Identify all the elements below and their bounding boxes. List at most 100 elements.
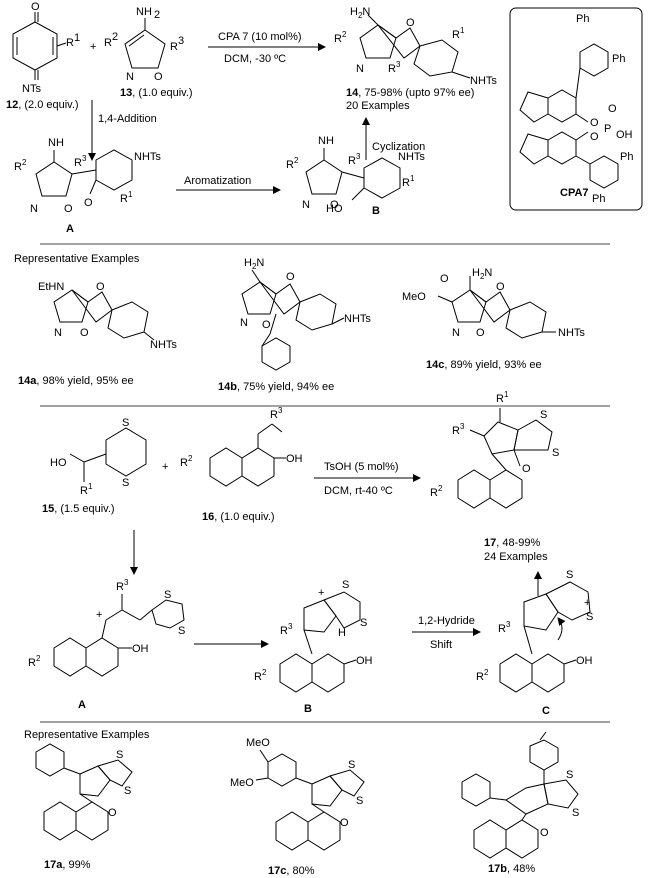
r13-r2-atom: R — [104, 37, 112, 49]
product-17-label: 17, 48-99% — [484, 537, 540, 549]
scheme1-conditions-bottom: DCM, -30 ºC — [224, 53, 286, 65]
ex14a-ethn: EtHN — [38, 281, 64, 293]
ex14c-nhts: NHTs — [558, 327, 585, 339]
example-17b-structure: S S O — [461, 731, 579, 859]
reactant-12-structure: O R 1 NTs — [12, 1, 80, 95]
reactant-13-structure: NH 2 R 2 R 3 N O — [104, 6, 184, 83]
s1b-r2: R2 — [286, 156, 299, 171]
s1a-r1: R1 — [120, 190, 133, 205]
s1b-imine: NH — [318, 135, 334, 147]
cpa7-ph-3: Ph — [620, 151, 633, 163]
s2b-s2: S — [360, 617, 367, 629]
ex17c-o: O — [340, 817, 349, 829]
r12-o-atom: O — [31, 1, 40, 13]
r13-nh-atom: NH — [136, 6, 152, 18]
s2b-s1: S — [342, 579, 349, 591]
ex14a-nhts: NHTs — [150, 339, 177, 351]
scheme1-intermediate-a-structure: NH R2 R3 N O O R1 NHTs — [14, 137, 161, 215]
ex14a-o: O — [96, 281, 105, 293]
example-14a-structure: EtHN NHTs O N O — [38, 281, 177, 351]
p17-r1: R1 — [496, 390, 509, 405]
r13-r3-superscript: 3 — [178, 35, 184, 47]
ex14b-o2: O — [262, 319, 271, 331]
ex14b-o: O — [286, 271, 295, 283]
product-14-examples: 20 Examples — [346, 100, 410, 112]
s2c-s1: S — [566, 569, 573, 581]
r12-r-superscript: 1 — [74, 32, 80, 44]
s2a-s2: S — [178, 625, 185, 637]
example-17a-label: 17a, 99% — [44, 859, 91, 871]
scheme2-intermediate-a-structure: + R3 S S OH R2 — [28, 578, 185, 677]
cpa7-structure: Ph Ph O O O P OH Ph Ph — [519, 13, 633, 205]
scheme1-step-cyclization: Cyclization — [372, 141, 425, 153]
scheme2-plus: + — [162, 461, 168, 473]
example-17c-label: 17c, 80% — [268, 865, 315, 877]
ex17c-s1: S — [348, 759, 355, 771]
s1a-o: O — [64, 203, 73, 215]
scheme2-intermediate-c-label: C — [542, 705, 550, 717]
example-17c-structure: MeO MeO S S O — [230, 737, 365, 851]
ex17a-s1: S — [116, 749, 123, 761]
scheme1-step-addition: 1,4-Addition — [98, 113, 157, 125]
s2c-r2: R2 — [476, 668, 489, 683]
ex14a-o2: O — [80, 327, 89, 339]
ex17c-meo-2: MeO — [230, 777, 254, 789]
ex17c-meo-1: MeO — [246, 737, 270, 749]
examples2: Representative Examples S S O 17a, 99% — [24, 729, 579, 877]
p17-s1: S — [540, 409, 547, 421]
s1a-r2: R2 — [14, 158, 27, 173]
s2c-plus: + — [584, 597, 590, 609]
ex14c-h2n: H2N — [472, 267, 492, 281]
ex14b-nhts: NHTs — [344, 313, 371, 325]
example-17b-label: 17b, 48% — [488, 863, 535, 875]
reactant-15-structure: S S HO R1 — [50, 417, 147, 497]
r16-r2: R2 — [180, 454, 193, 469]
reactant-16-structure: R3 R2 OH — [180, 406, 303, 487]
ex17b-o: O — [540, 827, 549, 839]
s1a-r3: R3 — [74, 154, 87, 169]
cpa7-o-3: O — [590, 131, 599, 143]
r15-ho: HO — [50, 457, 67, 469]
s2b-r2: R2 — [254, 668, 267, 683]
p14-r3-atom: R3 — [388, 60, 401, 75]
ex14c-meo: MeO — [402, 291, 426, 303]
scheme2: S S HO R1 15, (1.5 equiv.) + R3 R2 OH 16… — [28, 390, 593, 717]
p14-no-atoms: N — [356, 63, 364, 75]
ex14c-o: O — [496, 281, 505, 293]
s2a-plus: + — [96, 609, 102, 621]
product-17-structure: R1 R3 S S O R2 — [430, 390, 559, 509]
scheme2-intermediate-a-label: A — [78, 699, 86, 711]
scheme2-conditions-bottom: DCM, rt-40 ºC — [324, 485, 393, 497]
p14-ring-o-atom: O — [406, 17, 415, 29]
r13-o-atom: O — [154, 71, 163, 83]
s2c-oh: OH — [576, 655, 593, 667]
ex14b-h2n: H2N — [244, 257, 264, 271]
p14-nhts-atom: NHTs — [470, 75, 497, 87]
r16-r3: R3 — [270, 406, 283, 421]
p17-r3: R3 — [452, 422, 465, 437]
ex17b-s1: S — [566, 769, 573, 781]
s1a-imine: NH — [48, 137, 64, 149]
example-14b-structure: H2N NHTs O N O — [240, 257, 371, 371]
s2c-r3: R3 — [498, 620, 511, 635]
ex17b-s2: S — [572, 807, 579, 819]
s1a-ketone-o: O — [84, 197, 93, 209]
scheme1-intermediate-a-label: A — [66, 223, 74, 235]
r15-r: R1 — [80, 482, 93, 497]
example-14c-label: 14c, 89% yield, 93% ee — [426, 359, 542, 371]
s1b-r1: R1 — [402, 174, 415, 189]
cpa7-o-2: O — [608, 103, 617, 115]
s1b-o: O — [330, 199, 339, 211]
cpa7-p: P — [604, 123, 611, 135]
s1b-no: N — [302, 199, 310, 211]
reactant-12-label: 12, (2.0 equiv.) — [6, 99, 79, 111]
scheme1-conditions-top: CPA 7 (10 mol%) — [218, 31, 302, 43]
s1a-nhts: NHTs — [134, 151, 161, 163]
r13-n-atom: N — [126, 71, 134, 83]
scheme2-intermediate-c-structure: S S + R3 OH R2 — [476, 569, 593, 693]
cpa7-ph-2: Ph — [612, 53, 625, 65]
ex17c-s2: S — [356, 795, 363, 807]
cpa7-oh: OH — [616, 129, 633, 141]
ex14c-n: N — [452, 327, 460, 339]
